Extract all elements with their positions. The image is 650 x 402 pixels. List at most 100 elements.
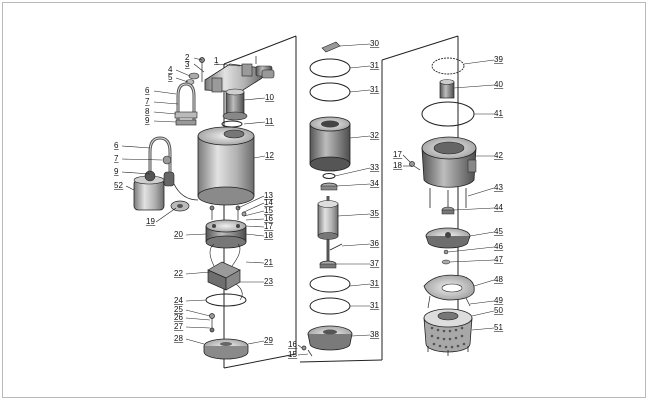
leader-l6a [153, 90, 177, 95]
part-label-l7a: 7 [145, 97, 150, 106]
part-label-l25: 25 [174, 305, 183, 314]
gasket-11 [221, 120, 243, 128]
part-label-l17a: 17 [264, 222, 273, 231]
part-label-l42: 42 [494, 151, 503, 160]
leader-l24 [185, 299, 207, 302]
leader-l11 [243, 121, 266, 125]
screws-13-18 [209, 205, 247, 220]
leader-l31c [349, 283, 371, 287]
part-label-l1: 1 [214, 56, 219, 65]
part-label-l31c: 31 [370, 279, 379, 288]
part-label-l23: 23 [264, 277, 273, 286]
part-label-l22: 22 [174, 269, 183, 278]
bearing-37 [319, 260, 337, 269]
part-label-l9b: 9 [114, 167, 119, 176]
leader-l31b [349, 89, 371, 93]
part-label-l18a: 18 [264, 231, 273, 240]
part-label-l33: 33 [370, 163, 379, 172]
key-36 [329, 243, 343, 251]
part-label-l18b: 18 [393, 161, 402, 170]
part-label-l31b: 31 [370, 85, 379, 94]
part-label-l32: 32 [370, 131, 379, 140]
part-label-l50: 50 [494, 306, 503, 315]
leader-l19 [155, 207, 177, 223]
part-label-l16a: 16 [264, 214, 273, 223]
leader-l16b [297, 344, 303, 349]
leader-l13 [237, 195, 265, 209]
leader-l17a [245, 225, 265, 228]
leader-l30 [339, 43, 371, 47]
panel-outline-middle [223, 35, 459, 369]
leader-l38 [351, 334, 371, 337]
part-label-l9a: 9 [145, 116, 150, 125]
part-label-l30: 30 [370, 39, 379, 48]
leader-l17b [402, 154, 411, 163]
leader-l20 [185, 233, 207, 236]
leader-l44 [453, 207, 495, 211]
screws-17-18-right [409, 161, 421, 171]
part-number-labels: 1234567891011126795213141516171819202122… [114, 39, 503, 359]
part-label-l26: 26 [174, 313, 183, 322]
leader-l9b [121, 171, 151, 175]
part-label-l16b: 16 [288, 340, 297, 349]
leader-l34 [336, 183, 371, 187]
leader-l28 [185, 338, 205, 345]
leader-l16a [245, 218, 265, 221]
part-label-l4: 4 [168, 65, 173, 74]
float-switch-lower [133, 136, 199, 211]
nut-44 [441, 206, 455, 215]
pump-housing-42 [421, 136, 477, 188]
strainer-51 [423, 308, 473, 353]
screws-25-27 [209, 313, 215, 333]
part-label-l45: 45 [494, 227, 503, 236]
oring-39 [431, 57, 465, 75]
part-label-l48: 48 [494, 275, 503, 284]
leader-l22 [185, 271, 211, 275]
leader-l45 [469, 231, 495, 237]
part-label-l13: 13 [264, 191, 273, 200]
leader-l15a [243, 210, 265, 217]
part-label-l28: 28 [174, 334, 183, 343]
leader-l31a [349, 65, 371, 69]
leader-l7a [153, 101, 179, 105]
oring-41 [421, 101, 475, 127]
float-switch-upper [174, 82, 198, 126]
leader-l1 [215, 63, 241, 67]
leader-l27 [185, 326, 211, 329]
cable-clamp [255, 65, 275, 79]
part-label-l51: 51 [494, 323, 503, 332]
part-label-l38: 38 [370, 330, 379, 339]
part-label-l49: 49 [494, 296, 503, 305]
leader-l46 [447, 246, 495, 253]
leader-l49 [469, 300, 495, 305]
oring-31c [309, 275, 351, 293]
bolts-49 [427, 295, 471, 309]
leader-l7b [121, 158, 163, 161]
part-label-l27: 27 [174, 322, 183, 331]
leader-l36 [341, 243, 371, 247]
capacitor-22 [207, 243, 243, 301]
screws-top [199, 56, 257, 82]
leader-l21 [245, 261, 265, 264]
stator-32 [309, 116, 351, 172]
leader-l2 [193, 57, 203, 61]
part-label-l46: 46 [494, 242, 503, 251]
leader-l52 [125, 185, 135, 191]
leader-l12 [253, 155, 266, 159]
part-label-l11: 11 [265, 117, 274, 126]
part-label-l34: 34 [370, 179, 379, 188]
part-label-l29: 29 [264, 336, 273, 345]
part-label-l43: 43 [494, 183, 503, 192]
part-label-l12: 12 [265, 151, 274, 160]
end-bell-38 [307, 325, 353, 351]
leader-l18a [245, 233, 265, 237]
leader-l48 [473, 279, 495, 287]
leader-l10 [243, 97, 266, 101]
leader-l3 [193, 63, 205, 73]
handle-bracket [204, 63, 263, 93]
part-label-l37: 37 [370, 259, 379, 268]
part-label-l19: 19 [146, 217, 155, 226]
circlip-33 [322, 173, 336, 179]
